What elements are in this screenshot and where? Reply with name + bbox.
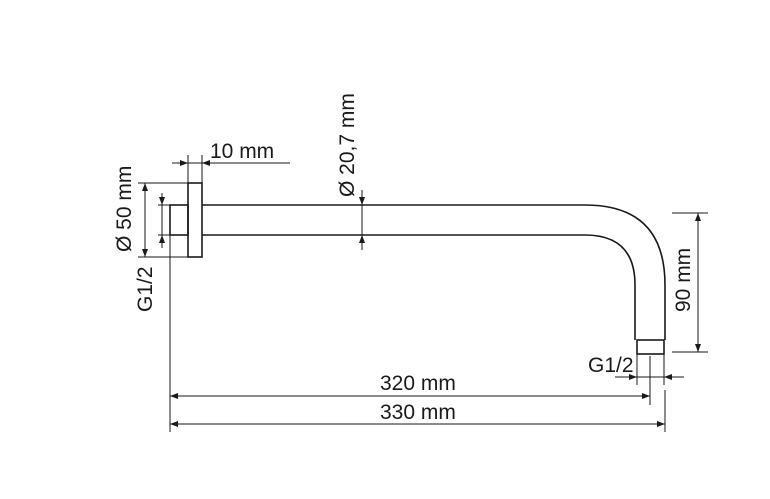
pipe-diameter-label: Ø 20,7 mm bbox=[336, 93, 359, 197]
shower-arm-part bbox=[169, 182, 666, 355]
dim-arm-length-total: 330 mm bbox=[170, 390, 666, 432]
wall-thread-label: G1/2 bbox=[134, 266, 157, 312]
dim-flange-diameter: Ø 50 mm bbox=[113, 166, 188, 258]
dim-pipe-diameter: Ø 20,7 mm bbox=[336, 93, 365, 250]
arm-length-inner-label: 320 mm bbox=[380, 372, 456, 395]
dim-arm-length-inner: 320 mm bbox=[169, 235, 651, 432]
dim-wall-thread: G1/2 bbox=[134, 193, 170, 312]
wall-flange bbox=[187, 182, 203, 258]
dim-drop-height: 90 mm bbox=[672, 212, 708, 353]
drop-height-label: 90 mm bbox=[672, 248, 695, 312]
wall-thread-stub bbox=[169, 204, 189, 236]
pipe-outer-edge bbox=[202, 204, 666, 340]
pipe-inner-edge bbox=[202, 234, 636, 340]
dim-flange-thickness: 10 mm bbox=[172, 140, 290, 183]
dim-outlet-thread: G1/2 bbox=[588, 354, 684, 385]
flange-thickness-label: 10 mm bbox=[210, 140, 274, 163]
outlet-thread-label: G1/2 bbox=[588, 354, 634, 377]
flange-diameter-label: Ø 50 mm bbox=[113, 166, 136, 252]
outlet-nipple bbox=[636, 339, 665, 355]
arm-length-total-label: 330 mm bbox=[380, 401, 456, 424]
